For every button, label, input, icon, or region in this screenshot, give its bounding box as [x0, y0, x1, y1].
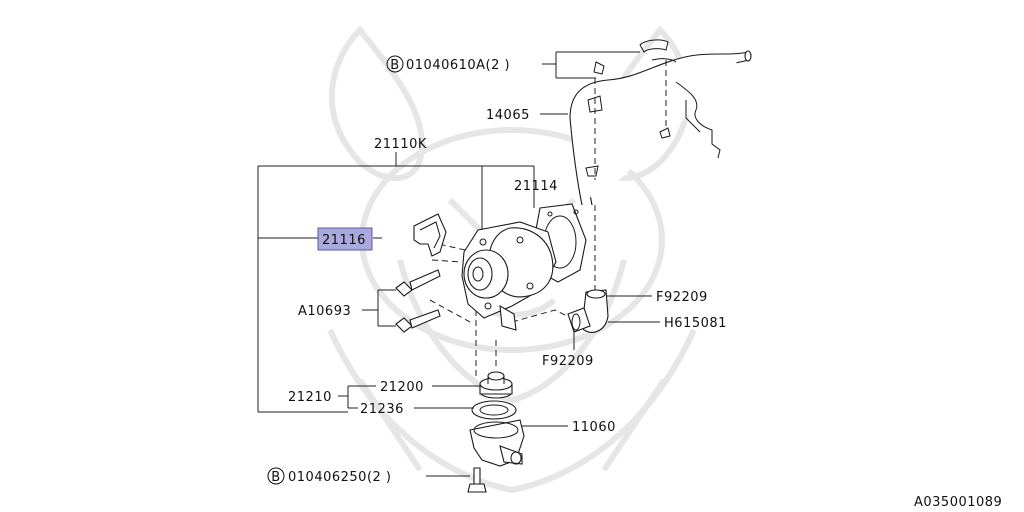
label-a10693[interactable]: A10693 [298, 304, 351, 319]
water-pipe-14065 [569, 39, 752, 206]
highlight-box-21116 [317, 227, 373, 251]
label-21236[interactable]: 21236 [360, 402, 404, 417]
label-f92209-top[interactable]: F92209 [656, 290, 708, 305]
label-21110k[interactable]: 21110K [374, 137, 427, 152]
marker-b-bottom-text: B [271, 470, 280, 485]
marker-b-bottom: B [267, 467, 285, 485]
water-pump-body [461, 221, 557, 331]
thermostat-cover-11060 [469, 419, 525, 467]
label-21210[interactable]: 21210 [288, 390, 332, 405]
thermostat-21200 [479, 371, 513, 399]
label-21114[interactable]: 21114 [514, 179, 558, 194]
label-bolt-top[interactable]: 01040610A(2 ) [406, 58, 510, 73]
label-bolt-bottom[interactable]: 010406250(2 ) [288, 470, 392, 485]
label-h615081[interactable]: H615081 [664, 316, 727, 331]
label-21116[interactable]: 21116 [322, 233, 366, 248]
label-21200[interactable]: 21200 [380, 380, 424, 395]
label-f92209-bottom[interactable]: F92209 [542, 354, 594, 369]
hose-h615081 [567, 289, 609, 333]
label-11060[interactable]: 11060 [572, 420, 616, 435]
bolts-a10693 [395, 269, 441, 333]
gasket-21116 [413, 213, 447, 257]
bolt-bottom [467, 467, 487, 493]
marker-b-top-text: B [390, 58, 399, 73]
thermostat-gasket-21236 [471, 400, 517, 420]
label-14065[interactable]: 14065 [486, 108, 530, 123]
marker-b-top: B [386, 55, 404, 73]
diagram-id: A035001089 [914, 495, 1002, 510]
